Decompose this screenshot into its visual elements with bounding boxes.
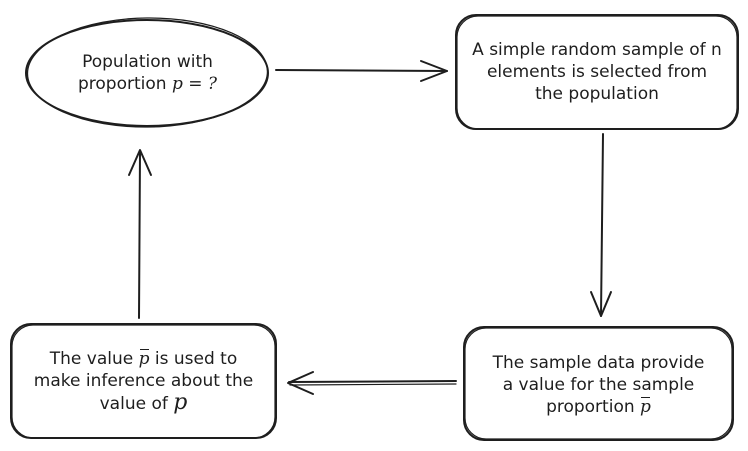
inference-line-1-prefix: The value xyxy=(49,348,139,369)
arrow-data-to-inference xyxy=(287,371,457,395)
population-proportion-symbol: p = ? xyxy=(171,74,218,94)
inference-line-1: The value p is used to xyxy=(34,348,253,370)
inference-line-3: value of p xyxy=(34,389,253,415)
inference-pbar-symbol: p xyxy=(138,348,150,369)
sample-node: A simple random sample of n elements is … xyxy=(456,25,738,119)
inference-line-1-suffix: is used to xyxy=(149,348,238,369)
sample-node-shape xyxy=(455,14,739,130)
inference-line-2: make inference about the xyxy=(33,370,254,391)
data-line-3-text: proportion xyxy=(546,397,641,417)
population-line-2: proportion p = ? xyxy=(78,73,217,95)
data-line-1: The sample data provide xyxy=(492,353,705,373)
data-node-shape xyxy=(463,326,734,441)
population-line-2-text: proportion xyxy=(77,74,172,94)
inference-line-3-prefix: value of xyxy=(99,393,174,414)
sample-line-2: elements is selected from xyxy=(486,62,708,82)
arrow-population-to-sample xyxy=(275,60,448,82)
data-node: The sample data provide a value for the … xyxy=(464,338,733,432)
data-line-3: proportion p xyxy=(493,396,705,418)
data-line-2: a value for the sample xyxy=(502,375,695,395)
sample-line-1: A simple random sample of n xyxy=(472,40,722,60)
sample-line-3: the population xyxy=(535,84,659,104)
population-line-1: Population with xyxy=(82,52,213,72)
population-proportion-p: p xyxy=(173,389,188,415)
sample-proportion-symbol: p xyxy=(640,397,651,417)
population-node-shape xyxy=(25,17,269,128)
inference-node: The value p is used to make inference ab… xyxy=(11,334,276,428)
arrow-sample-to-data xyxy=(590,133,612,317)
arrow-inference-to-population xyxy=(128,149,152,319)
inference-node-shape xyxy=(10,323,277,439)
population-node: Population with proportion p = ? xyxy=(40,46,255,100)
